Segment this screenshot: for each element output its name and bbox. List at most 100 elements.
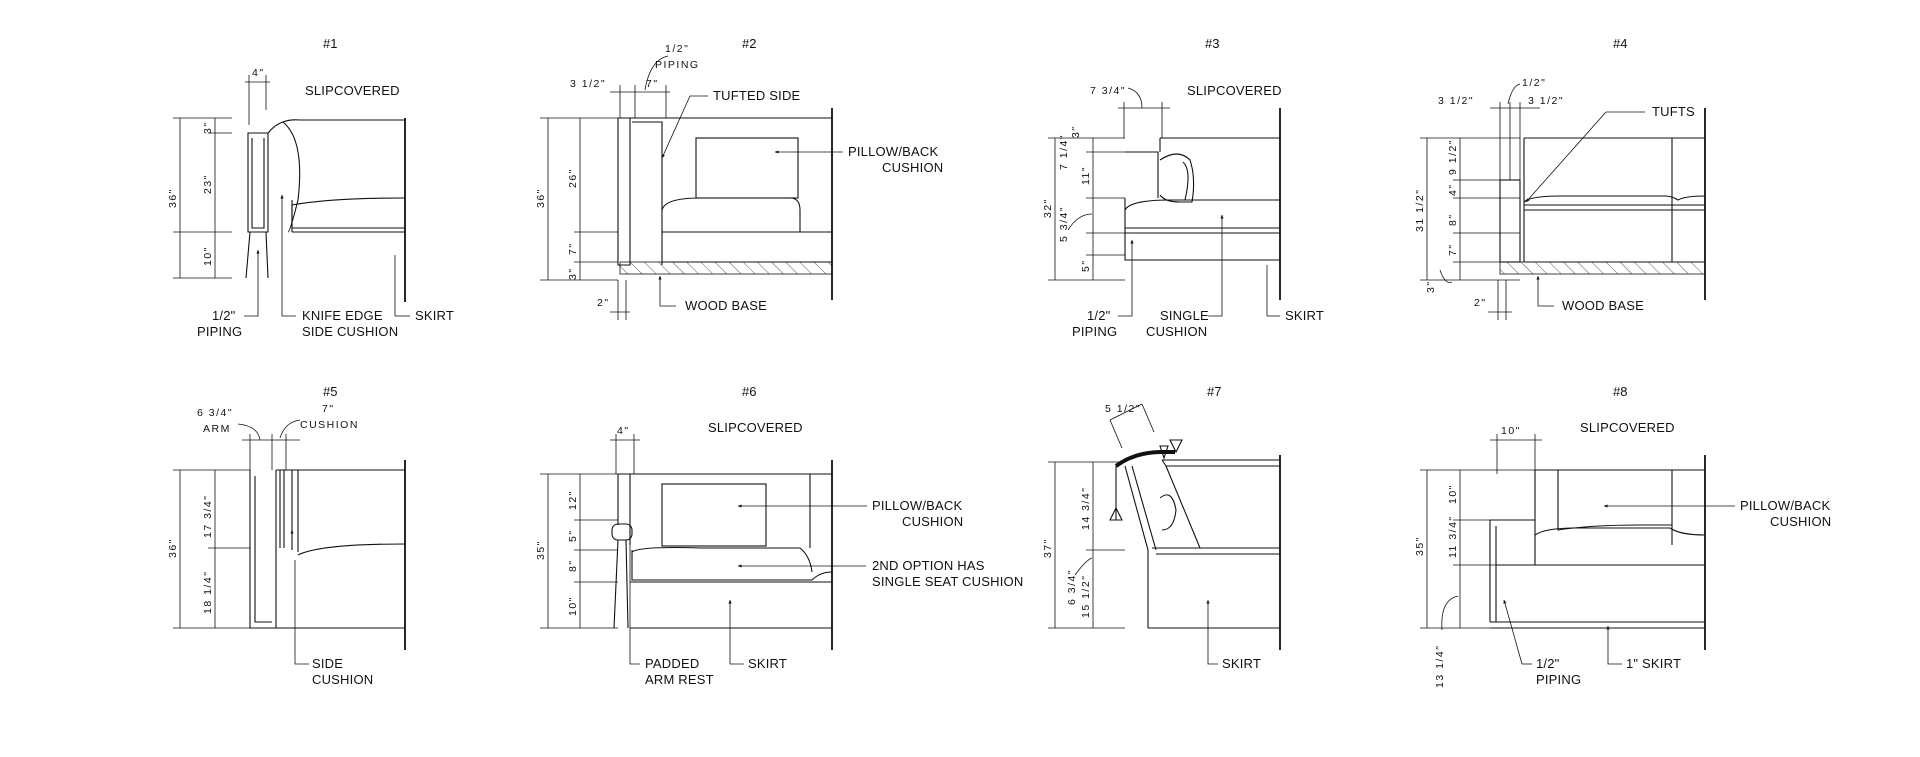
detail-3-dim-7-3-4: 7 3/4" <box>1090 85 1126 97</box>
detail-5-dim-6-3-4: 6 3/4" <box>197 407 233 419</box>
detail-7-dim-14-3-4: 14 3/4" <box>1080 487 1092 530</box>
detail-7-dim-5-1-2: 5 1/2" <box>1105 403 1141 415</box>
detail-5-dim-18-1-4: 18 1/4" <box>202 571 214 614</box>
detail-4-dim-3-1-2-right: 3 1/2" <box>1528 95 1564 107</box>
detail-5-number: #5 <box>323 384 337 399</box>
detail-2: #2 1/2" PIPING 3 1/2" 7" 36" 26" 7" 3" <box>535 36 943 320</box>
detail-1-dim-36: 36" <box>167 188 179 208</box>
detail-1-dim-4: 4" <box>252 67 265 79</box>
detail-3-slipcovered-label: SLIPCOVERED <box>1187 83 1282 98</box>
detail-5-dim-7: 7" <box>322 403 335 415</box>
detail-2-dim-26: 26" <box>567 168 579 188</box>
detail-2-dim-half-inch: 1/2" <box>665 43 689 55</box>
detail-6-single-seat-label: SINGLE SEAT CUSHION <box>872 574 1023 589</box>
detail-5-dim-36: 36" <box>167 538 179 558</box>
detail-8-dim-10: 10" <box>1447 484 1459 504</box>
detail-8-piping-label: PIPING <box>1536 672 1581 687</box>
detail-5: #5 6 3/4" ARM 7" CUSHION 36" 17 3/4" 18 … <box>167 384 406 687</box>
detail-2-dim-7: 7" <box>567 242 579 255</box>
detail-6-padded-label: PADDED <box>645 656 699 671</box>
detail-2-dim-3-1-2: 3 1/2" <box>570 78 606 90</box>
detail-6-dim-8: 8" <box>567 559 579 572</box>
detail-4-number: #4 <box>1613 36 1627 51</box>
detail-6-skirt-label: SKIRT <box>748 656 787 671</box>
detail-2-wood-base-label: WOOD BASE <box>685 298 767 313</box>
detail-8: #8 SLIPCOVERED 10" 35" 10" 11 3/4" 13 1/… <box>1414 384 1831 688</box>
detail-5-dim-17-3-4: 17 3/4" <box>202 495 214 538</box>
detail-5-arm-label: ARM <box>203 423 231 435</box>
detail-1-knife-edge-label: KNIFE EDGE <box>302 308 383 323</box>
detail-8-dim-10: 10" <box>1501 425 1521 437</box>
detail-8-number: #8 <box>1613 384 1627 399</box>
detail-3-piping-label: PIPING <box>1072 324 1117 339</box>
detail-1-piping-label: PIPING <box>197 324 242 339</box>
detail-4-dim-9-1-2: 9 1/2" <box>1447 139 1459 175</box>
detail-1-dim-23: 23" <box>202 174 214 194</box>
detail-5-cushion-label: CUSHION <box>312 672 373 687</box>
detail-6-dim-5: 5" <box>567 529 579 542</box>
detail-6-cushion-label: CUSHION <box>902 514 963 529</box>
detail-8-cushion-label: CUSHION <box>1770 514 1831 529</box>
detail-6-slipcovered-label: SLIPCOVERED <box>708 420 803 435</box>
detail-2-dim-36: 36" <box>535 188 547 208</box>
detail-8-dim-11-3-4: 11 3/4" <box>1447 515 1459 558</box>
detail-3-dim-7-1-4: 7 1/4" <box>1058 134 1070 170</box>
detail-4-dim-4: 4" <box>1447 183 1459 196</box>
detail-3: #3 SLIPCOVERED 7 3/4" 32" 3" 7 1/4" 11" … <box>1042 36 1324 339</box>
detail-5-side-label: SIDE <box>312 656 343 671</box>
detail-1-dim-3: 3" <box>202 121 214 134</box>
detail-6-dim-12: 12" <box>567 490 579 510</box>
detail-6-dim-35: 35" <box>535 540 547 560</box>
detail-8-dim-35: 35" <box>1414 536 1426 556</box>
detail-7-dim-6-3-4: 6 3/4" <box>1066 569 1078 605</box>
detail-1-number: #1 <box>323 36 337 51</box>
detail-4-tufts-label: TUFTS <box>1652 104 1695 119</box>
detail-3-dim-11: 11" <box>1080 166 1092 185</box>
detail-2-pillow-back-label: PILLOW/BACK <box>848 144 938 159</box>
detail-1-skirt-label: SKIRT <box>415 308 454 323</box>
detail-1-dim-10: 10" <box>202 246 214 266</box>
detail-2-cushion-label: CUSHION <box>882 160 943 175</box>
detail-7-skirt-label: SKIRT <box>1222 656 1261 671</box>
detail-6-second-option-label: 2ND OPTION HAS <box>872 558 985 573</box>
detail-4-dim-2: 2" <box>1474 297 1487 309</box>
detail-2-number: #2 <box>742 36 756 51</box>
detail-2-dim-2: 2" <box>597 297 610 309</box>
detail-1-half-inch-label: 1/2" <box>212 308 236 323</box>
detail-3-dim-5-3-4: 5 3/4" <box>1058 206 1070 242</box>
detail-2-dim-3: 3" <box>567 267 579 280</box>
detail-1-side-cushion-label: SIDE CUSHION <box>302 324 398 339</box>
detail-4-dim-3-1-2-left: 3 1/2" <box>1438 95 1474 107</box>
detail-6-pillow-back-label: PILLOW/BACK <box>872 498 962 513</box>
detail-7-dim-15-1-2: 15 1/2" <box>1080 575 1092 618</box>
detail-4-dim-7: 7" <box>1447 243 1459 256</box>
detail-4-dim-8: 8" <box>1447 213 1459 226</box>
detail-8-pillow-back-label: PILLOW/BACK <box>1740 498 1830 513</box>
detail-8-dim-13-1-4: 13 1/4" <box>1434 645 1446 688</box>
detail-3-number: #3 <box>1205 36 1219 51</box>
detail-4-dim-31-1-2: 31 1/2" <box>1414 189 1426 232</box>
detail-6-number: #6 <box>742 384 756 399</box>
detail-6-dim-10: 10" <box>567 596 579 616</box>
detail-7-number: #7 <box>1207 384 1221 399</box>
detail-6: #6 SLIPCOVERED 4" 35" 12" 5" 8" 10" PILL… <box>535 384 1023 687</box>
detail-3-half-inch-label: 1/2" <box>1087 308 1111 323</box>
detail-8-one-inch-skirt-label: 1" SKIRT <box>1626 656 1681 671</box>
detail-3-cushion-label: CUSHION <box>1146 324 1207 339</box>
detail-6-dim-4: 4" <box>617 425 630 437</box>
detail-4-wood-base-label: WOOD BASE <box>1562 298 1644 313</box>
detail-4-dim-3: 3" <box>1425 280 1437 293</box>
detail-3-dim-5: 5" <box>1080 259 1092 272</box>
detail-1: #1 SLIPCOVERED 4" 36" 3" 23" 10" 1/2" <box>167 36 454 339</box>
detail-7: #7 5 1/2" 37" 14 3/4" 6 3/4" 15 1/2" <box>1042 384 1281 671</box>
detail-4-dim-half-inch: 1/2" <box>1522 77 1546 89</box>
detail-3-skirt-label: SKIRT <box>1285 308 1324 323</box>
detail-5-cushion-dim-label: CUSHION <box>300 419 359 431</box>
detail-2-tufted-side-label: TUFTED SIDE <box>713 88 801 103</box>
detail-2-dim-7: 7" <box>646 78 659 90</box>
detail-8-half-inch-label: 1/2" <box>1536 656 1560 671</box>
detail-1-slipcovered-label: SLIPCOVERED <box>305 83 400 98</box>
detail-4: #4 1/2" 3 1/2" 3 1/2" 31 1/2" 9 1/2" 4" … <box>1414 36 1706 320</box>
detail-2-piping-dim-label: PIPING <box>655 59 700 71</box>
